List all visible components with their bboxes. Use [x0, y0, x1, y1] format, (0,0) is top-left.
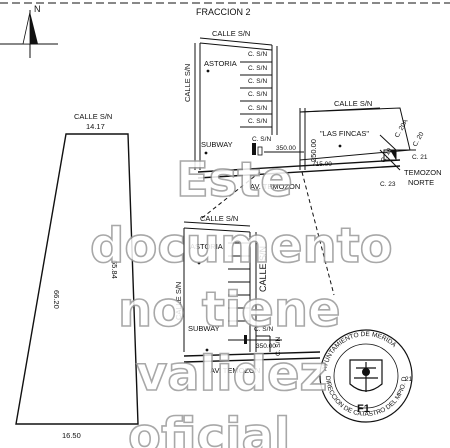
detail-subway: SUBWAY [188, 324, 220, 333]
loc-side-street-6: C. S/N [248, 118, 267, 125]
detail-map: CALLE S/N ASTORIA CALLE S/N CALLE S/N SU… [174, 214, 321, 375]
left-parcel: CALLE S/N 14.17 66.20 65.84 16.50 [15, 112, 139, 440]
watermark-line-3: no tiene [118, 282, 341, 338]
detail-top-street: CALLE S/N [200, 214, 238, 223]
loc-side-street-3: C. S/N [248, 78, 267, 85]
north-arrow-icon [30, 12, 38, 44]
loc-side-street-2: C. S/N [248, 65, 267, 72]
north-label: N [34, 4, 41, 14]
detail-subway-street: C. S/N [254, 326, 273, 333]
watermark: Este documento no tiene validez oficial [89, 151, 393, 448]
loc-left-street: CALLE S/N [183, 64, 192, 102]
seal-number: 21 [405, 376, 413, 383]
fraction-title: FRACCION 2 [196, 7, 251, 17]
detail-right-street: CALLE S/N [258, 246, 268, 292]
loc-las-fincas: "LAS FINCAS" [320, 129, 369, 138]
seal-code: F1 [357, 403, 370, 415]
loc-temozon: TEMOZON [404, 168, 442, 177]
loc-calle-right: CALLE S/N [334, 99, 372, 108]
parcel-left-dim: 66.20 [52, 290, 61, 309]
detail-astoria: ASTORIA [190, 242, 223, 251]
parcel-outline [15, 133, 139, 425]
watermark-line-2: documento [90, 218, 393, 274]
detail-avenue: AV. TEMOZON [210, 366, 260, 375]
connector-right [301, 171, 335, 296]
loc-c23: C. 23 [380, 181, 396, 188]
loc-norte: NORTE [408, 178, 434, 187]
connector-left [201, 171, 261, 219]
loc-side-street-1: C. S/N [248, 51, 267, 58]
loc-dist-715: 715.00 [312, 161, 332, 168]
coat-of-arms-icon [349, 359, 383, 392]
loc-dist-350: 350.00 [276, 145, 296, 152]
watermark-line-1: Este [176, 152, 293, 208]
avenue-line [197, 159, 401, 173]
detail-side-street: C. S/N [275, 337, 282, 356]
loc-avenue: AV. TEMOZON [250, 182, 300, 191]
loc-c20a: C. 20A [394, 118, 410, 139]
loc-top-street: CALLE S/N [212, 29, 250, 38]
loc-astoria: ASTORIA [204, 59, 237, 68]
parcel-street-label: CALLE S/N [74, 112, 112, 121]
detail-top-street-line [183, 221, 251, 227]
detail-avenue-line [183, 351, 321, 357]
parcel-right-dim: 65.84 [110, 260, 119, 279]
loc-dist-250: 250.00 [309, 139, 318, 162]
parcel-bottom-dim: 16.50 [62, 431, 81, 440]
watermark-line-4: validez [136, 346, 327, 402]
detail-left-street: CALLE S/N [174, 282, 183, 320]
loc-c20: C. 20 [412, 131, 426, 148]
watermark-line-5: oficial [128, 408, 290, 448]
loc-side-street-4: C. S/N [248, 91, 267, 98]
parcel-top-dim: 14.17 [86, 122, 105, 131]
loc-subway: SUBWAY [201, 140, 233, 149]
north-arrow: N [0, 4, 58, 58]
loc-subway-street: C. S/N [252, 136, 271, 143]
top-street-line [199, 37, 273, 46]
detail-dist-350: 350.00 [256, 343, 276, 350]
loc-side-street-5: C. S/N [248, 105, 267, 112]
loc-c21: C. 21 [412, 154, 428, 161]
